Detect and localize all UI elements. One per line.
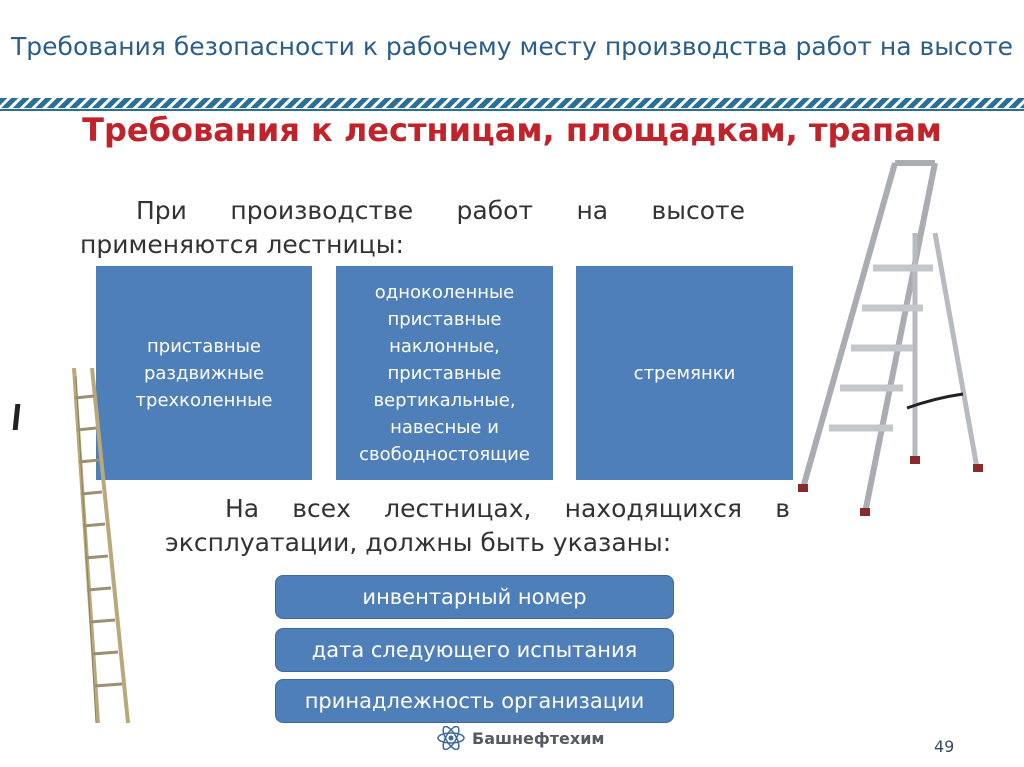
mark-label: инвентарный номер <box>362 585 587 609</box>
company-logo: Башнефтехим <box>436 724 605 752</box>
mark-pill-owner: принадлежность организации <box>275 679 674 723</box>
ladder-type-label: одноколенные приставные наклонные, прист… <box>359 281 530 465</box>
mark-pill-inventory: инвентарный номер <box>275 575 674 619</box>
mark-pill-test-date: дата следующего испытания <box>275 628 674 672</box>
slide-title: Требования безопасности к рабочему месту… <box>11 32 1013 61</box>
extension-ladder-icon <box>72 368 130 724</box>
ladder-type-label: приставные раздвижные трехколенные <box>135 335 273 411</box>
logo-text: Башнефтехим <box>472 728 605 748</box>
decorative-mark <box>12 404 21 430</box>
marking-note: На всех лестницах, находящихся в эксплуа… <box>165 494 790 557</box>
intro-text: При производстве работ на высоте применя… <box>80 196 745 259</box>
mark-label: принадлежность организации <box>304 689 645 713</box>
section-heading: Требования к лестницам, площадкам, трапа… <box>82 111 942 149</box>
ladder-type-box-2: одноколенные приставные наклонные, прист… <box>336 266 553 480</box>
atom-logo-icon <box>437 726 465 750</box>
page-number: 49 <box>934 737 955 756</box>
step-ladder-icon <box>798 160 983 516</box>
ladder-type-label: стремянки <box>633 362 736 384</box>
ladder-type-box-3: стремянки <box>576 266 793 480</box>
mark-label: дата следующего испытания <box>311 638 638 662</box>
ladder-type-box-1: приставные раздвижные трехколенные <box>96 266 312 480</box>
header-stripe <box>0 98 1024 111</box>
